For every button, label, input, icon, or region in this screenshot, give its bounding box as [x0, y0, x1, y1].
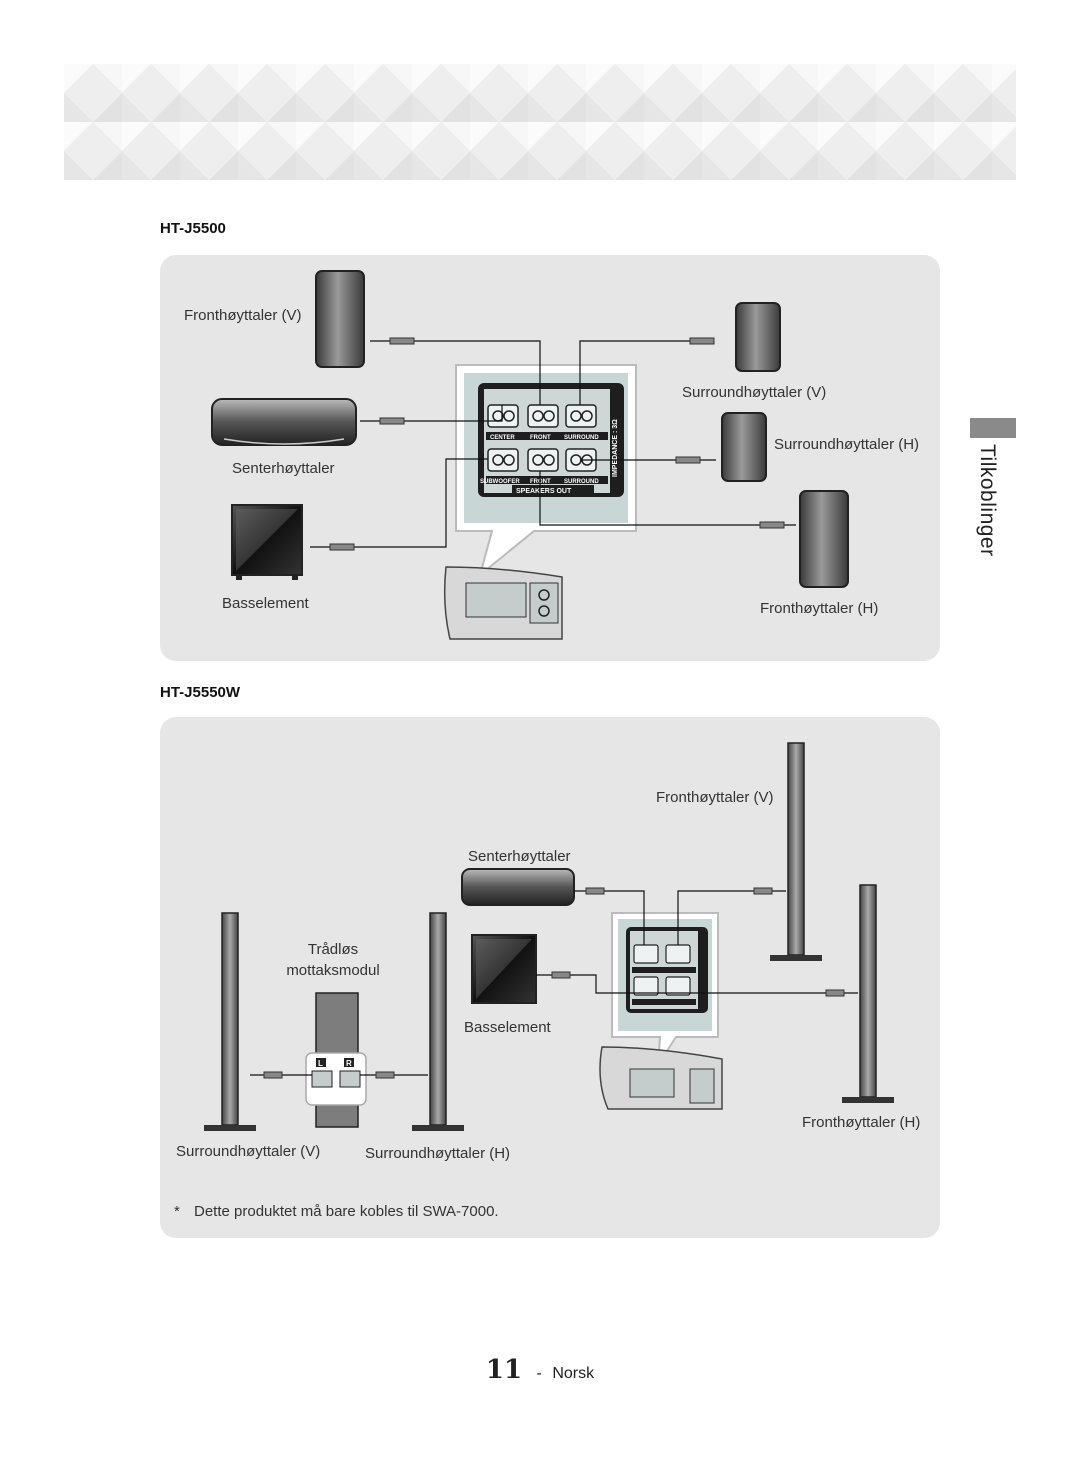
label-surround-right-2: Surroundhøyttaler (H)	[365, 1145, 511, 1162]
center-speaker-2	[461, 868, 575, 906]
side-tab-label: Tilkoblinger	[976, 444, 999, 557]
terminal-speakers-out-label: SPEAKERS OUT	[516, 488, 572, 495]
diagram-graphic: CENTER FRONT SURROUND SUBWOOFER FRONT SU…	[211, 270, 849, 640]
terminal-surround-label-bottom: SURROUND	[564, 479, 599, 485]
front-left-tall-speaker	[770, 742, 822, 961]
label-center: Senterhøyttaler	[232, 460, 335, 477]
label-wireless-line1: Trådløs	[307, 941, 359, 958]
terminal-center-label: CENTER	[490, 435, 515, 441]
subwoofer-2	[471, 934, 537, 1004]
header-banner	[64, 64, 1016, 180]
terminal-callout	[455, 364, 637, 578]
page-number: 11	[485, 1355, 523, 1385]
label-front-right-2: Fronthøyttaler (H)	[802, 1114, 921, 1131]
main-unit-rear-2	[599, 1046, 723, 1110]
connection-diagram-ht-j5500: CENTER FRONT SURROUND SUBWOOFER FRONT SU…	[160, 255, 940, 661]
model-label-ht-j5500: HT-J5500	[160, 220, 226, 237]
speaker-cables	[310, 340, 796, 548]
terminal-surround-label-top: SURROUND	[564, 435, 599, 441]
label-surround-right: Surroundhøyttaler (H)	[774, 436, 920, 453]
label-subwoofer-2: Basselement	[464, 1019, 551, 1036]
terminal-front-label-top: FRONT	[530, 435, 551, 441]
diagram-graphic-2: L R	[204, 742, 894, 1131]
label-subwoofer: Basselement	[222, 595, 309, 612]
front-right-tall-speaker	[842, 884, 894, 1103]
center-speaker	[211, 398, 357, 446]
surround-left-speaker	[735, 302, 781, 372]
front-right-speaker	[799, 490, 849, 588]
label-surround-left: Surroundhøyttaler (V)	[682, 384, 827, 401]
model-label-ht-j5550w: HT-J5550W	[160, 684, 241, 701]
label-surround-left-2: Surroundhøyttaler (V)	[176, 1143, 321, 1160]
surround-right-speaker	[721, 412, 767, 482]
module-right-label: R	[346, 1059, 352, 1068]
label-center-2: Senterhøyttaler	[468, 848, 571, 865]
note-marker: *	[174, 1203, 180, 1220]
label-front-left-2: Fronthøyttaler (V)	[656, 789, 774, 806]
terminal-callout-2	[611, 912, 719, 1066]
front-left-speaker	[315, 270, 365, 368]
surround-right-tall-speaker	[412, 912, 464, 1131]
compatibility-note: Dette produktet må bare kobles til SWA-7…	[194, 1203, 499, 1220]
terminal-subwoofer-label: SUBWOOFER	[480, 479, 520, 485]
label-front-left: Fronthøyttaler (V)	[184, 307, 302, 324]
terminal-impedance-label: IMPEDANCE : 3Ω	[612, 419, 619, 477]
module-left-label: L	[318, 1059, 323, 1068]
label-wireless-line2: mottaksmodul	[286, 962, 380, 979]
page-footer: 11 - Norsk	[0, 1355, 1080, 1385]
wireless-receiver-module	[305, 992, 367, 1128]
subwoofer	[231, 504, 303, 580]
side-tab-marker	[970, 418, 1016, 438]
surround-left-tall-speaker	[204, 912, 256, 1131]
main-unit-rear	[443, 566, 563, 640]
footer-separator: -	[536, 1365, 542, 1382]
connection-diagram-ht-j5550w: L R	[160, 717, 940, 1238]
label-front-right: Fronthøyttaler (H)	[760, 600, 879, 617]
page-language: Norsk	[552, 1365, 595, 1382]
